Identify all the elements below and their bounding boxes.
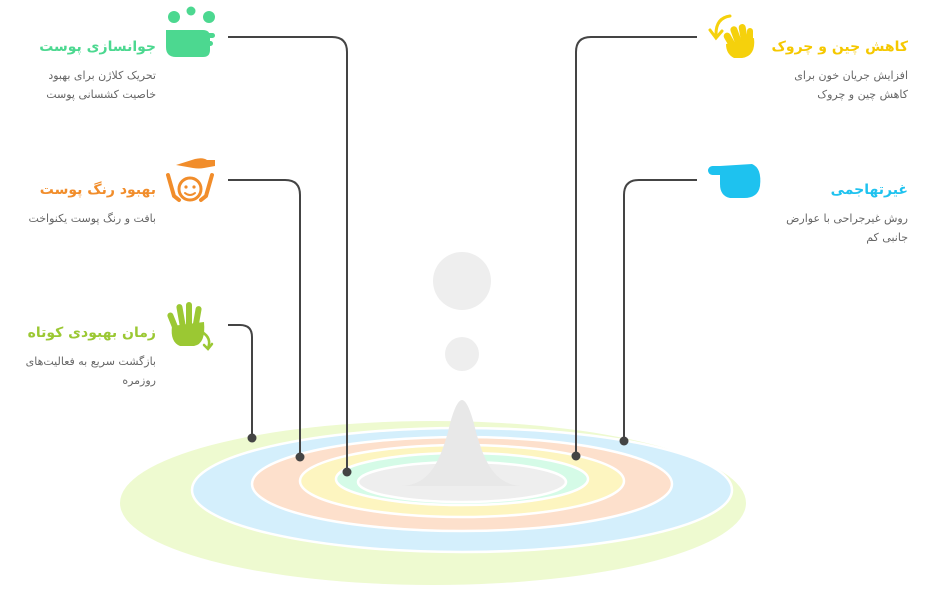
hand-undo-icon <box>708 14 755 58</box>
connector-dot-skin <box>342 467 352 477</box>
item-description: افزایش جریان خون برای کاهش چین و چروک <box>794 69 908 101</box>
item-title: جوانسازی پوست <box>39 39 156 55</box>
item-description: تحریک کلاژن برای بهبود خاصیت کشسانی پوست <box>46 69 156 101</box>
item-non-invasive: غیرتهاجمی روش غیرجراحی با عوارض جانبی کم <box>764 180 908 247</box>
waving-hand-icon <box>167 302 214 351</box>
pointing-hand-icon <box>708 164 761 198</box>
connector-dot-tone <box>295 452 305 462</box>
item-description: بازگشت سریع به فعالیت‌های روزمره <box>25 355 156 387</box>
connector-dot-recovery <box>247 433 257 443</box>
connector-noninvasive <box>623 179 697 441</box>
connector-skin <box>228 36 348 472</box>
hand-washing-icon <box>166 6 215 57</box>
item-wrinkle-reduction: کاهش چین و چروک افزایش جریان خون برای کا… <box>764 37 908 104</box>
item-title: زمان بهبودی کوتاه <box>27 325 156 341</box>
item-description: روش غیرجراحی با عوارض جانبی کم <box>786 212 908 244</box>
item-title: کاهش چین و چروک <box>771 39 908 55</box>
connector-dot-noninvasive <box>619 436 629 446</box>
connector-dot-wrinkle <box>571 451 581 461</box>
connector-recovery <box>228 324 253 438</box>
item-title: غیرتهاجمی <box>830 182 908 198</box>
item-title: بهبود رنگ پوست <box>39 182 156 198</box>
item-recovery-time: زمان بهبودی کوتاه بازگشت سریع به فعالیت‌… <box>14 323 156 390</box>
droplet-large <box>433 252 491 310</box>
child-care-icon <box>166 158 215 202</box>
item-skin-tone: بهبود رنگ پوست بافت و رنگ پوست یکنواخت <box>14 180 156 228</box>
connector-wrinkle <box>575 36 697 456</box>
splash-peak <box>400 400 524 486</box>
connector-tone <box>228 179 301 457</box>
droplet-small <box>445 337 479 371</box>
item-skin-rejuvenation: جوانسازی پوست تحریک کلاژن برای بهبود خاص… <box>14 37 156 104</box>
item-description: بافت و رنگ پوست یکنواخت <box>28 212 156 225</box>
